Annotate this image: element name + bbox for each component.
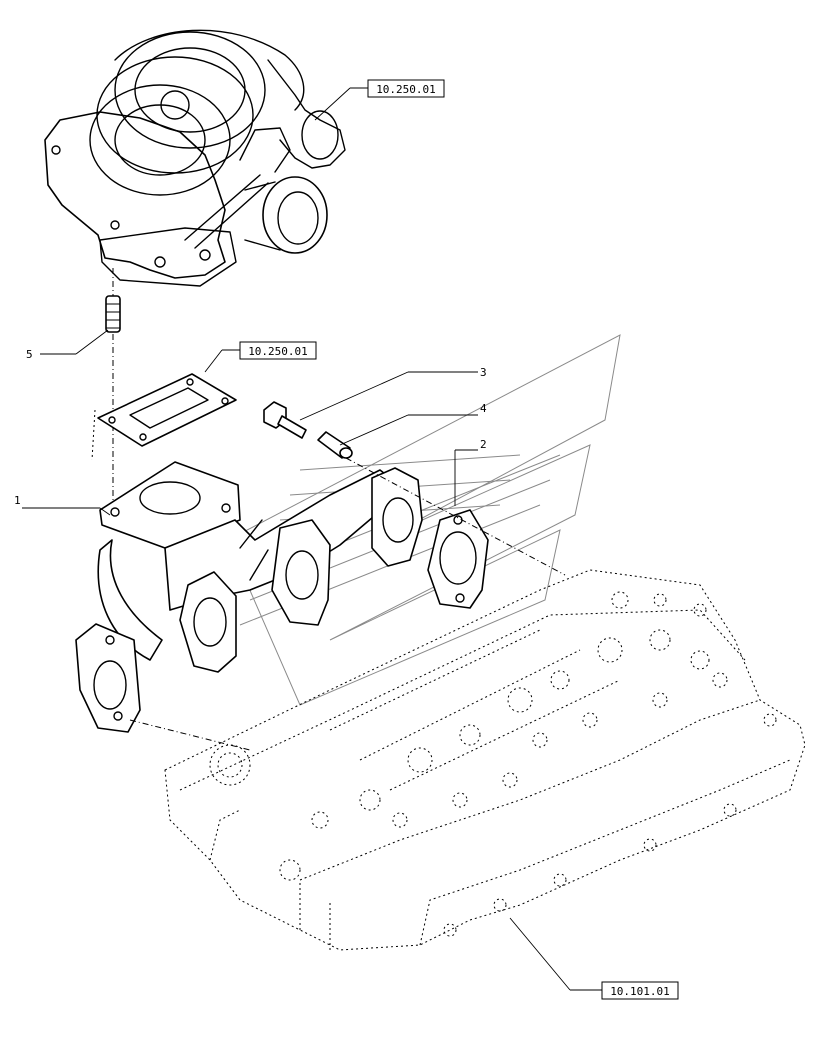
exhaust-manifold-item-1	[75, 461, 423, 733]
cylinder-head	[164, 569, 806, 951]
callout-4: 4	[480, 402, 487, 415]
exhaust-gasket-item-2	[427, 509, 489, 609]
turbocharger	[44, 29, 346, 287]
stud-item-5	[105, 295, 121, 333]
callout-2: 2	[480, 438, 487, 451]
turbo-gasket	[97, 373, 237, 447]
spacer-item-4	[317, 431, 353, 459]
callout-5: 5	[26, 348, 33, 361]
head-ref-label: 10.101.01	[610, 985, 670, 998]
callout-1: 1	[14, 494, 21, 507]
callout-3: 3	[480, 366, 487, 379]
gasket-ref-label: 10.250.01	[248, 345, 308, 358]
turbo-ref-label: 10.250.01	[376, 83, 436, 96]
bolt-item-3	[263, 401, 307, 439]
